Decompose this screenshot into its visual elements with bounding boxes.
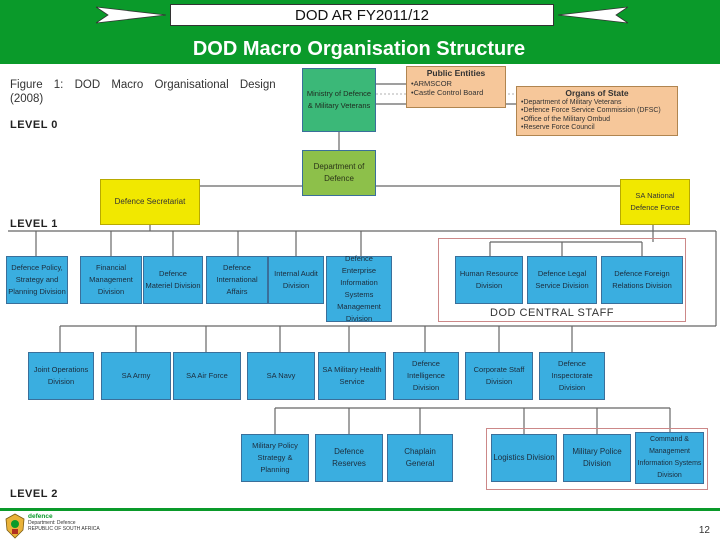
organ-item: •Department of Military Veterans	[521, 98, 622, 106]
public-entities-title: Public Entities	[426, 68, 486, 78]
ministry-box: Ministry of Defence & Military Veterans	[302, 68, 376, 132]
service-box: Defence Inspectorate Division	[539, 352, 605, 400]
service-box: Joint Operations Division	[28, 352, 94, 400]
central-staff-label: DOD CENTRAL STAFF	[490, 307, 615, 319]
central-staff-box: Defence Legal Service Division	[527, 256, 597, 304]
service-box: SA Air Force	[173, 352, 241, 400]
lower-division-box: Defence Reserves	[315, 434, 383, 482]
public-entity-item: •Castle Control Board	[411, 88, 484, 97]
level-2-label: LEVEL 2	[10, 488, 58, 500]
lower-division-box: Military Policy Strategy & Planning	[241, 434, 309, 482]
defence-logo-text: defence Department: Defence REPUBLIC OF …	[28, 513, 100, 532]
organ-item: •Office of the Military Ombud	[521, 115, 611, 123]
division-box: Financial Management Division	[80, 256, 142, 304]
public-entity-item: •ARMSCOR	[411, 79, 452, 88]
header-bar: DOD AR FY2011/12 DOD Macro Organisation …	[0, 0, 720, 64]
connector-lines	[8, 83, 717, 434]
footer: defence Department: Defence REPUBLIC OF …	[0, 508, 720, 540]
organ-item: •Defence Force Service Commission (DFSC)	[521, 107, 661, 114]
slide-title: DOD Macro Organisation Structure	[192, 38, 526, 60]
level-0-label: LEVEL 0	[10, 119, 58, 131]
coat-of-arms-icon	[5, 513, 25, 539]
page-number: 12	[698, 525, 710, 536]
service-box: SA Navy	[247, 352, 315, 400]
org-chart: Figure 1: DOD Macro Organisational Desig…	[0, 64, 720, 508]
division-box: Defence Policy, Strategy and Planning Di…	[6, 256, 68, 304]
central-staff-frame	[438, 238, 686, 322]
secretariat-box: Defence Secretariat	[100, 179, 200, 225]
figure-caption: Figure 1: DOD Macro Organisational Desig…	[10, 79, 276, 105]
service-box: SA Military Health Service	[318, 352, 386, 400]
logo-dept: Department: Defence	[28, 520, 76, 526]
division-box: Internal Audit Division	[268, 256, 324, 304]
department-box: Department of Defence	[302, 150, 376, 196]
left-arrow-icon	[96, 6, 166, 24]
logo-name: defence	[28, 513, 53, 520]
report-title: DOD AR FY2011/12	[170, 4, 554, 26]
organs-of-state-box: Organs of State •Department of Military …	[516, 86, 678, 136]
logo-country: REPUBLIC OF SOUTH AFRICA	[28, 526, 100, 532]
central-staff-box: Human Resource Division	[455, 256, 523, 304]
lower-right-frame	[486, 428, 708, 490]
organs-of-state-title: Organs of State	[565, 88, 629, 98]
sandf-box: SA National Defence Force	[620, 179, 690, 225]
organ-item: •Reserve Force Council	[521, 124, 595, 131]
central-staff-box: Defence Foreign Relations Division	[601, 256, 683, 304]
service-box: SA Army	[101, 352, 171, 400]
lower-division-box: Military Police Division	[563, 434, 631, 482]
lower-division-box: Chaplain General	[387, 434, 453, 482]
division-box: Defence International Affairs	[206, 256, 268, 304]
service-box: Corporate Staff Division	[465, 352, 533, 400]
right-arrow-icon	[558, 6, 628, 24]
division-box: Defence Enterprise Information Systems M…	[326, 254, 392, 323]
level-1-label: LEVEL 1	[10, 218, 58, 230]
public-entities-box: Public Entities •ARMSCOR •Castle Control…	[406, 66, 506, 108]
service-box: Defence Intelligence Division	[393, 352, 459, 400]
lower-division-box: Logistics Division	[491, 434, 557, 482]
division-box: Defence Materiel Division	[143, 256, 203, 304]
lower-division-box: Command & Management Information Systems…	[635, 432, 704, 484]
